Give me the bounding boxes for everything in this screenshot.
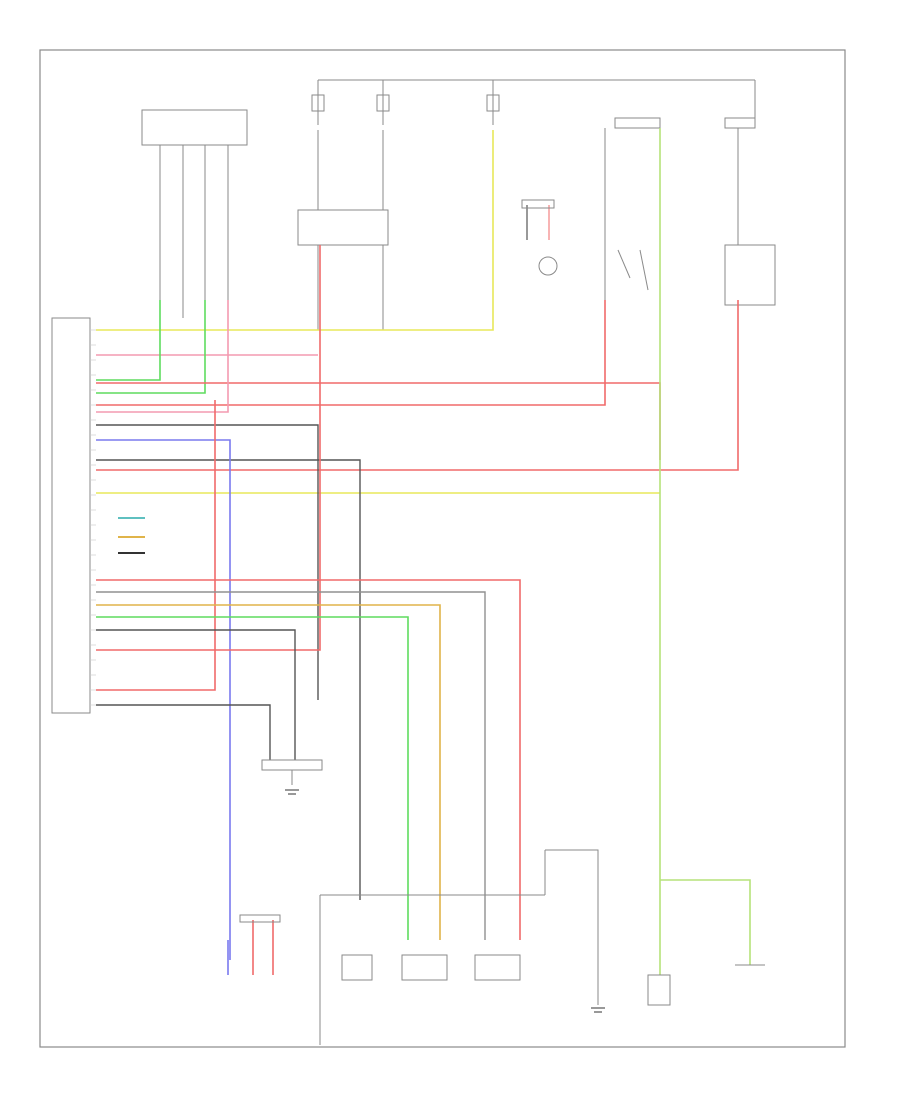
control-unit: [51, 317, 96, 714]
wire-pink-2: [96, 300, 229, 413]
wire-black-2: [96, 629, 296, 760]
ground-icon: [285, 789, 605, 1013]
wire-blue: [96, 439, 231, 960]
wire-green-1: [96, 300, 206, 394]
relay-box: [297, 130, 389, 330]
bulb-cluster: [521, 128, 776, 330]
switch-module: [141, 109, 248, 318]
bottom-components: [319, 849, 765, 1045]
swatch-group: [118, 517, 145, 554]
wire-yellow-top: [96, 130, 494, 331]
wire-orange: [96, 604, 441, 940]
ground-connector: [261, 759, 323, 785]
wire-red-long: [96, 300, 739, 471]
wire-light-green: [659, 128, 751, 975]
wire-green-2: [96, 616, 409, 940]
wire-red-2: [96, 245, 521, 940]
wire-gray-1: [96, 591, 486, 940]
bottom-left-pins: [227, 914, 281, 975]
diagram-frame: [39, 49, 846, 1048]
wire-black-1: [96, 424, 361, 900]
power-bus: [311, 79, 756, 129]
